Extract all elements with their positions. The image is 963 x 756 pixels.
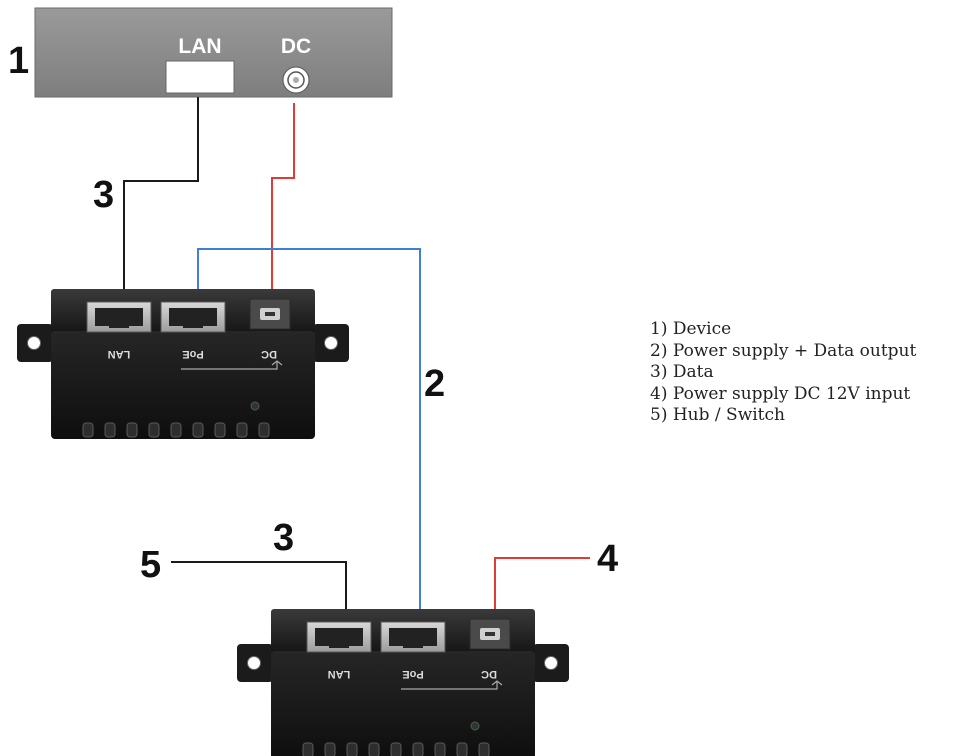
legend-item-power-data-output: 2) Power supply + Data output: [650, 340, 917, 361]
label-number-2: 2: [424, 363, 445, 405]
vent-slots: [82, 422, 270, 438]
vent-slots: [302, 742, 490, 756]
label-device-number: 1: [8, 40, 29, 82]
poe-injector-top: LAN PoE DC: [17, 289, 349, 439]
lan-port: [306, 621, 372, 653]
device-lan-label: LAN: [178, 35, 221, 58]
mounting-ear-right: [313, 324, 349, 362]
dc-jack: [469, 618, 511, 650]
poe-port: [380, 621, 446, 653]
legend-item-hub-switch: 5) Hub / Switch: [650, 405, 785, 425]
label-number-5: 5: [140, 544, 161, 586]
label-number-3-bottom: 3: [273, 517, 294, 559]
mounting-ear-right: [533, 644, 569, 682]
legend-item-data: 3) Data: [650, 362, 714, 382]
mounting-ear-left: [17, 324, 53, 362]
label-lan: LAN: [108, 348, 131, 360]
label-poe: PoE: [402, 668, 423, 680]
poe-injector-bottom: LAN PoE DC: [237, 609, 569, 756]
device-lan-port: [165, 60, 235, 94]
label-dc: DC: [261, 348, 277, 360]
label-number-4: 4: [597, 538, 618, 580]
status-led: [250, 401, 260, 411]
dc-jack: [249, 298, 291, 330]
power-cable-top: [271, 103, 295, 289]
legend-item-device: 1) Device: [650, 319, 732, 339]
poe-port: [160, 301, 226, 333]
label-poe: PoE: [182, 348, 203, 360]
label-lan: LAN: [328, 668, 351, 680]
data-cable-top: [123, 97, 199, 289]
cables: [123, 97, 590, 611]
legend: 1) Device 2) Power supply + Data output …: [650, 319, 916, 427]
power-cable-input: [494, 557, 590, 611]
label-number-3-top: 3: [93, 174, 114, 216]
poe-cable: [197, 248, 421, 609]
legend-item-power-input: 4) Power supply DC 12V input: [650, 383, 911, 404]
lan-port: [86, 301, 152, 333]
mounting-ear-left: [237, 644, 273, 682]
poe-dc-bracket: [401, 681, 498, 690]
label-dc: DC: [481, 668, 497, 680]
poe-dc-bracket: [181, 361, 278, 370]
device-dc-label: DC: [281, 35, 311, 58]
device-panel: LAN DC: [34, 7, 393, 98]
data-cable-hub: [171, 561, 347, 609]
status-led: [470, 721, 480, 731]
